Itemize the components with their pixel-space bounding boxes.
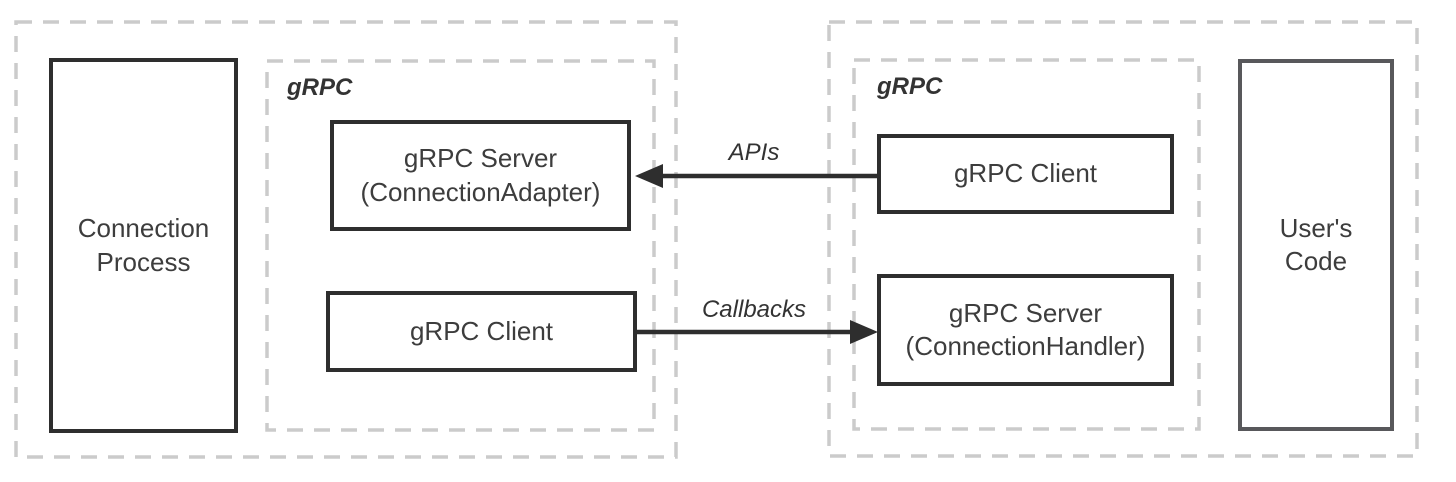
callbacks-arrowhead-icon (850, 320, 878, 344)
connection-process-label-line1: Connection (77, 213, 210, 244)
grpc-server-handler-label-line1: gRPC Server (948, 297, 1103, 328)
grpc-client-left-label: gRPC Client (409, 315, 554, 346)
apis-arrowhead-icon (635, 164, 663, 188)
grpc-server-adapter-label-line2: (ConnectionAdapter) (360, 176, 601, 207)
connection-process-box: Connection Process (49, 58, 238, 433)
left-grpc-dashed-group (265, 59, 656, 432)
grpc-group-label-right: gRPC (877, 73, 943, 100)
connection-process-label-line2: Process (96, 246, 191, 277)
grpc-server-handler-label-line2: (ConnectionHandler) (905, 331, 1146, 361)
users-code-box: User's Code (1238, 59, 1394, 431)
grpc-server-handler-box: gRPC Server (ConnectionHandler) (877, 274, 1174, 386)
callbacks-arrow-label: Callbacks (701, 296, 807, 323)
grpc-client-left-box: gRPC Client (326, 291, 637, 372)
grpc-group-label-left: gRPC (287, 74, 353, 101)
apis-arrow-label: APIs (728, 139, 780, 166)
right-grpc-dashed-group (852, 58, 1201, 431)
left-outer-dashed-container (14, 20, 678, 459)
grpc-server-adapter-label-line1: gRPC Server (403, 143, 558, 174)
grpc-client-right-box: gRPC Client (877, 134, 1174, 214)
grpc-server-adapter-box: gRPC Server (ConnectionAdapter) (330, 120, 631, 231)
users-code-label-line1: User's (1279, 212, 1353, 243)
users-code-label-line2: Code (1284, 246, 1348, 276)
grpc-client-right-label: gRPC Client (953, 158, 1098, 189)
